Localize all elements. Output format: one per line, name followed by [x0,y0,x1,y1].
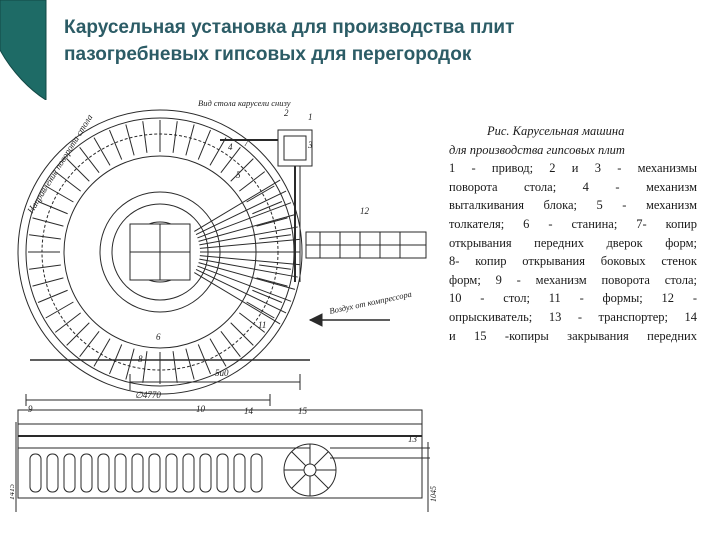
part-number-label: 10 [196,404,206,414]
dim-height-left-label: 1415 [10,484,16,500]
caption-line: и 15 -копиры закрывания передних [449,328,697,343]
caption-line: опрыскиватель; 13 - транспортер; 14 [449,309,697,324]
part-number-label: 11 [258,320,266,330]
part-number-label: 8 [138,354,143,364]
part-number-label: 1 [308,112,313,122]
caption-line: толкателя; 6 - станина; 7- копир [449,216,697,231]
part-number-label: 15 [298,406,308,416]
outer-ring [17,109,303,395]
carousel-machine-drawing: Направление поворота стола Вид стола кар… [10,98,438,512]
part-number-label: 5 [236,170,241,180]
corner-accent-shape [0,0,47,100]
table-view-label: Вид стола карусели снизу [198,98,291,108]
rotation-direction-label: Направление поворота стола [25,112,95,216]
caption-line: поворота стола; 4 - механизм [449,179,697,194]
part-number-label: 3 [307,140,313,150]
caption-line: 1 - привод; 2 и 3 - механизмы [449,161,697,176]
part-number-label: 7 [244,138,249,148]
dim-top-label: 5и0 [215,368,229,378]
air-label: Воздух от компрессора [328,289,412,316]
side-elevation [17,409,423,499]
dim-height-right-label: 1045 [429,486,438,502]
part-number-label: 9 [28,404,33,414]
caption-line: Рис. Карусельная машина [487,124,625,138]
mould-segments [28,120,292,384]
part-number-label: 2 [284,108,289,118]
drive-unit [277,129,313,167]
dim-length-label: ∅4770 [135,390,161,400]
caption-line: выталкивания блока; 5 - механизм [449,198,697,213]
title-line-2: пазогребневых гипсовых для перегородок [64,44,472,65]
part-number-label: 13 [408,434,418,444]
part-number-label: 6 [156,332,161,342]
caption-line: 10 - стол; 11 - формы; 12 - [449,291,697,306]
caption-line: открывания передних дверок форм; [449,235,697,250]
title-line-1: Карусельная установка для производства п… [64,17,515,38]
part-number-label: 14 [244,406,254,416]
caption-line: форм; 9 - механизм поворота стола; [449,272,697,287]
caption-line: 8- копир открывания боковых стенок [449,254,697,269]
slide-title: Карусельная установка для производства п… [64,14,704,68]
part-number-label: 12 [360,206,370,216]
figure-caption: Рис. Карусельная машина для производства… [449,122,697,345]
spokes [194,179,300,325]
caption-line: для производства гипсовых плит [449,142,625,157]
part-number-label: 4 [228,142,233,152]
